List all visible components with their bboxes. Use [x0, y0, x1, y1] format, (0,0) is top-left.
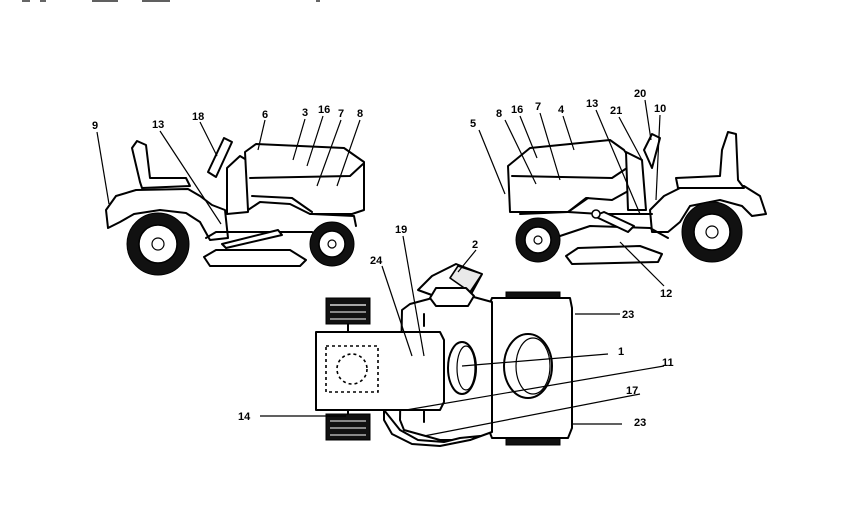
- deck-lift-handle: [221, 229, 283, 249]
- callout-labels: 9 13 18 6 3 16 7 8 5 8 16 7 4 13 21 20 1…: [92, 88, 674, 429]
- right-tractor-side-view: [507, 131, 767, 265]
- lift-lever-knob: [591, 209, 601, 219]
- callout-10: 10: [654, 103, 666, 115]
- mower-deck: [565, 245, 663, 265]
- callout-9: 9: [92, 120, 98, 132]
- mower-deck: [203, 249, 307, 267]
- callout-1: 1: [618, 346, 624, 358]
- callout-23-top: 23: [622, 309, 634, 321]
- callout-8: 8: [357, 108, 363, 120]
- rear-body-top-view: [315, 331, 445, 411]
- callout-12: 12: [660, 288, 672, 300]
- callout-23-bottom: 23: [634, 417, 646, 429]
- right-leader-lines: [478, 99, 665, 287]
- steering-wheel: [207, 137, 233, 178]
- seat: [675, 131, 745, 189]
- hood-lower-line: [251, 195, 313, 213]
- callout-19: 19: [395, 224, 407, 236]
- callout-13: 13: [152, 119, 164, 131]
- front-hub: [327, 239, 337, 249]
- callout-6: 6: [262, 109, 268, 121]
- callout-7: 7: [338, 108, 344, 120]
- left-tractor-side-view: [105, 137, 365, 276]
- steering-column: [625, 151, 647, 211]
- callout-4: 4: [558, 104, 565, 116]
- front-axle-frame: [311, 213, 357, 227]
- callout-2: 2: [472, 239, 478, 251]
- seat: [131, 140, 191, 189]
- callout-21: 21: [610, 105, 622, 117]
- hood-side-panel: [511, 165, 631, 179]
- top-view: [315, 263, 573, 447]
- decal-outline: [325, 345, 379, 393]
- callout-20: 20: [634, 88, 646, 100]
- left-leader-lines: [96, 115, 361, 225]
- hood: [244, 143, 365, 215]
- callout-8-right: 8: [496, 108, 502, 120]
- callout-5: 5: [470, 118, 476, 130]
- top-view-leader-lines: [260, 235, 665, 437]
- callout-13-right: 13: [586, 98, 598, 110]
- front-hub: [533, 235, 543, 245]
- callout-16-right: 16: [511, 104, 523, 116]
- callout-16: 16: [318, 104, 330, 116]
- chute-cap: [429, 287, 475, 307]
- hood-side-panel: [249, 163, 364, 179]
- steering-wheel: [643, 133, 661, 169]
- rear-tire-bottom-view: [325, 413, 371, 441]
- rear-hub: [151, 237, 165, 251]
- rear-fender: [105, 188, 229, 241]
- callout-24: 24: [370, 255, 383, 267]
- callout-17: 17: [626, 385, 638, 397]
- rear-hub: [705, 225, 719, 239]
- callout-7-right: 7: [535, 101, 541, 113]
- rear-tire-top-view: [325, 297, 371, 325]
- steering-hub-top: [447, 341, 477, 395]
- headlight-oval: [503, 333, 553, 399]
- callout-18: 18: [192, 111, 204, 123]
- callout-14: 14: [238, 411, 251, 423]
- callout-11: 11: [662, 357, 674, 369]
- deck-rounded-end: [383, 409, 481, 447]
- callout-3: 3: [302, 107, 308, 119]
